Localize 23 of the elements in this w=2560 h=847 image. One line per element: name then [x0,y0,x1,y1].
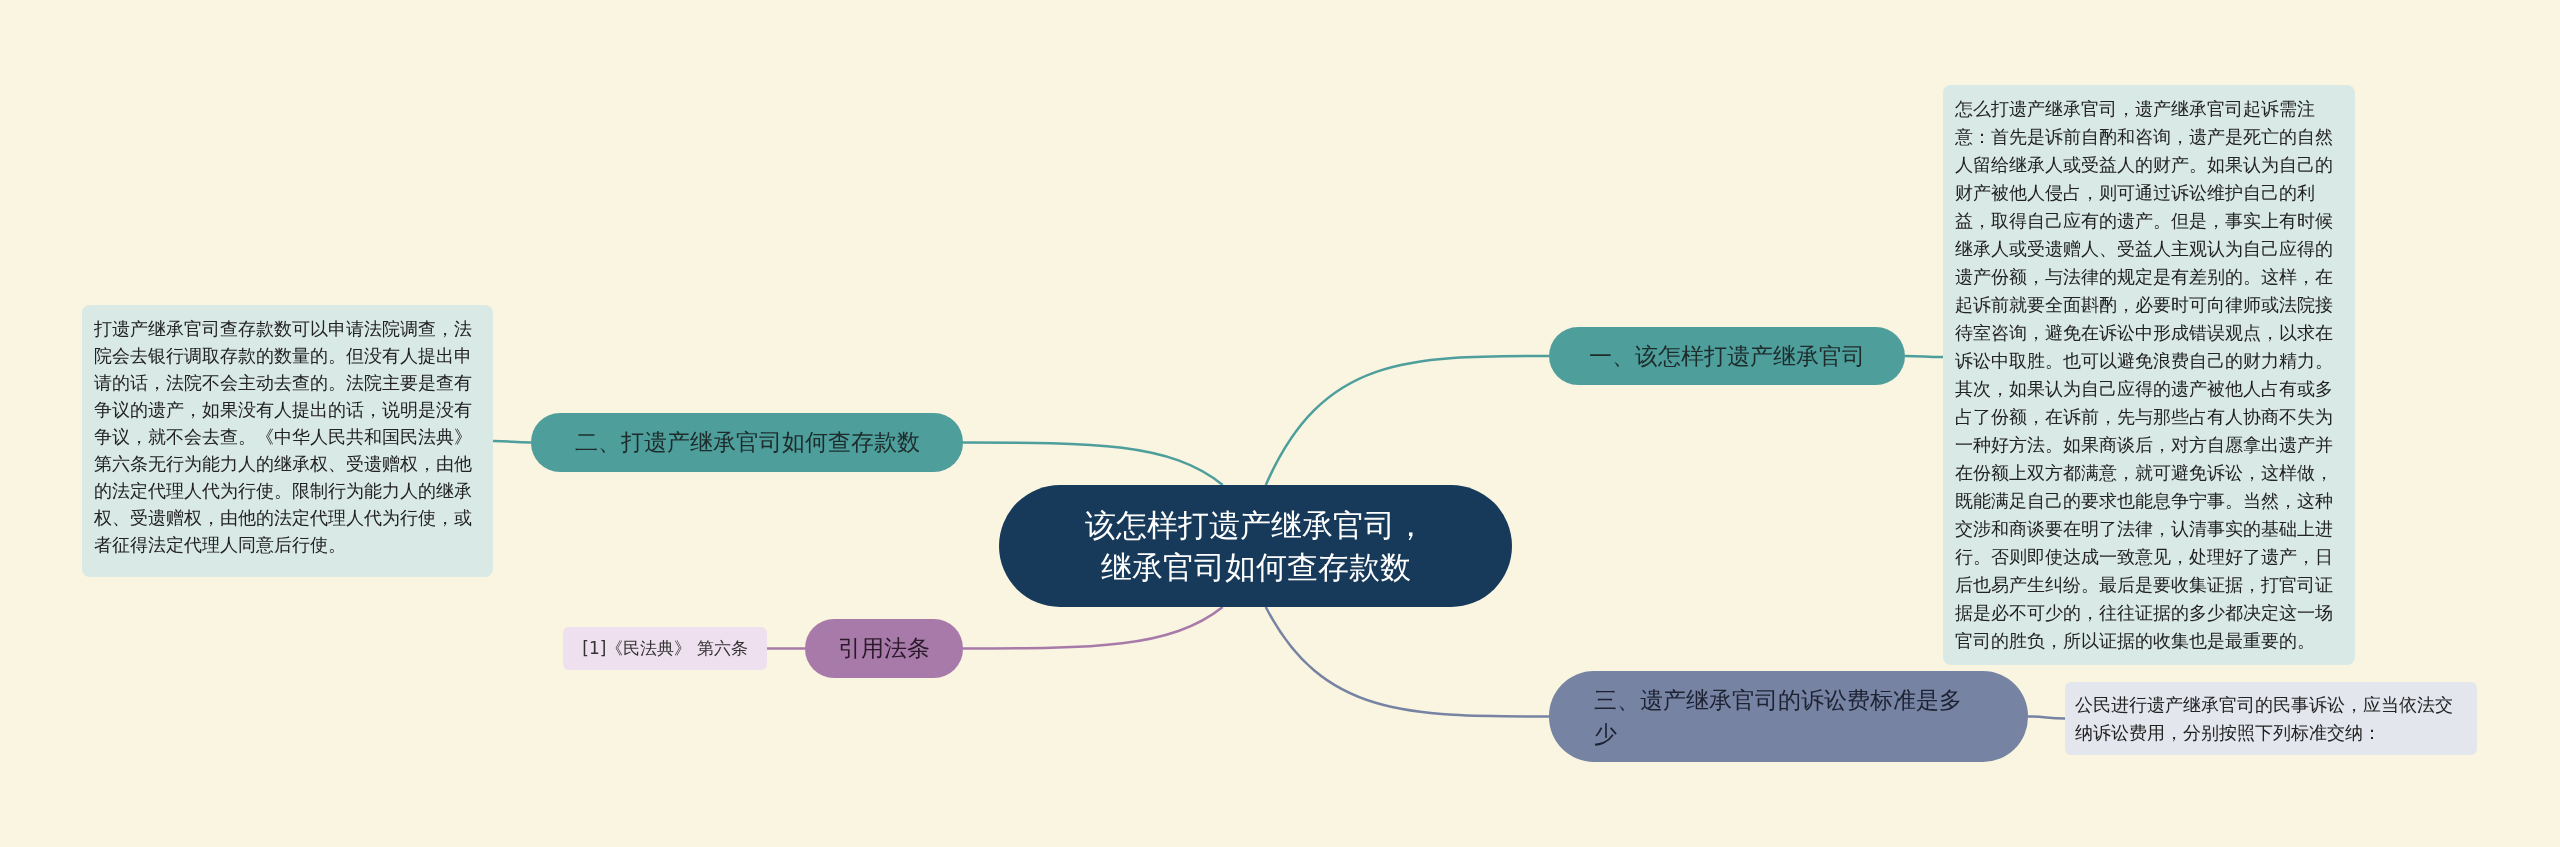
connector-line [963,441,1224,486]
branch-topic [531,413,963,472]
topic-text: 打遗产继承官司查存款数可以申请法院调查，法院会去银行调取存款的数量的。但没有人提出申请的话，法院不会主动去查的。法院主要是查有争议的遗产，如果没有人提出的话，说明是没有争议，就不会去查。《中华人民共和国民法典》第六条无行为能力人的继承权、受遗赠权，由他的法定代理人代为行使。限制行为能力人的继承权、受遗赠权，由他的法定代理人代为行使，或者征得法定代理人同意后行使。 [94,317,473,557]
topic-text: 公民进行遗产继承官司的民事诉讼，应当依法交纳诉讼费用，分别按照下列标准交纳： [2075,693,2454,745]
topic-text: 三、遗产继承官司的诉讼费标准是多少 [1594,685,1963,749]
note-text [2065,682,2477,755]
connector-line [767,647,805,650]
connector-line [1264,606,1549,718]
connector-line [963,605,1224,650]
topic-text: 怎么打遗产继承官司，遗产继承官司起诉需注意：首先是诉前自酌和咨询，遗产是死亡的自然人留给继承人或受益人的财产。如果认为自己的财产被他人侵占，则可通过诉讼维护自己的利益，取得自己应有的遗产。但是，事实上有时候继承人或受遗赠人、受益人主观认为自己应得的遗产份额，与法律的规定是有差别的。这样，在起诉前就要全面斟酌，必要时可向律师或法院接待室咨询，避免在诉讼中形成错误观点，以求在诉讼中取胜。也可以避免浪费自己的财力精力。其次，如果认为自己应得的遗产被他人占有或多占了份额，在诉前，先与那些占有人协商不失为一种好方法。如果商谈后，对方自愿拿出遗产并在份额上双方都满意，就可避免诉讼，这样做，既能满足自己的要求也能息争宁事。当然，这种交涉和商谈要在明了法律，认清事实的基础上进行。否则即使达成一致意见，处理好了遗产，日后也易产生纠纷。最后是要收集证据，打官司证据是必不可少的，往往证据的多少都决定这一场官司的胜负，所以证据的收集也是最重要的。 [1955,98,2334,653]
connector-line [1264,354,1549,486]
branch-topic [805,619,963,678]
topic-text: 一、该怎样打遗产继承官司 [1589,341,1865,371]
connector-line [2028,715,2065,720]
topic-text: 引用法条 [838,634,930,664]
topic-text: 该怎样打遗产继承官司，继承官司如何查存款数 [1084,506,1427,587]
reference-text [563,627,767,670]
connector-line [493,439,531,444]
topic-text: [1]《民法典》 第六条 [582,636,748,660]
note-text [82,305,493,577]
connector-line [1905,354,1943,359]
branch-topic [1549,327,1905,385]
topic-text: 二、打遗产继承官司如何查存款数 [574,428,920,458]
